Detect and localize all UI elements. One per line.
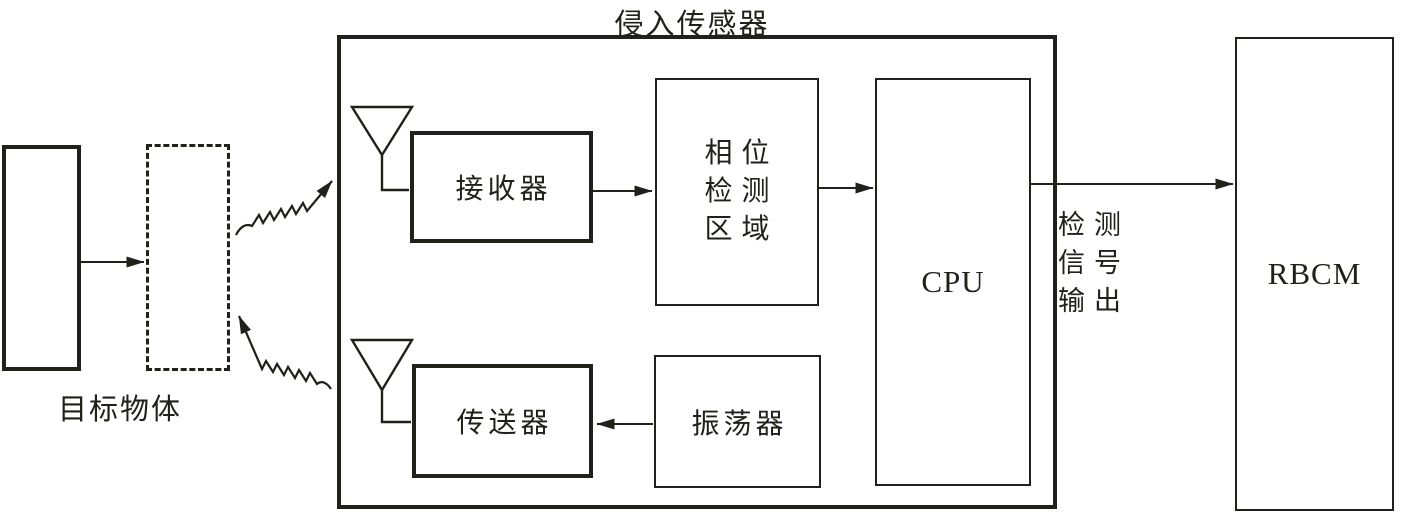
- transmitter-label: 传送器: [456, 408, 553, 439]
- reflection-zone-dashed-box: [146, 144, 230, 371]
- cpu-label: CPU: [921, 264, 985, 299]
- transmitted-wave-zigzag-arrow: [237, 315, 332, 390]
- phase-detector-box: 相位 检测 区域: [655, 78, 819, 306]
- phase-detector-label-line3: 区域: [704, 214, 779, 245]
- transmitter-box: 传送器: [412, 364, 593, 478]
- output-signal-label-line1: 检测: [1058, 210, 1130, 240]
- target-object-label: 目标物体: [57, 394, 182, 426]
- output-signal-label-line2: 信号: [1058, 248, 1130, 278]
- oscillator-box: 振荡器: [654, 355, 821, 488]
- phase-detector-label-line2: 检测: [704, 176, 779, 207]
- rbcm-label: RBCM: [1267, 256, 1362, 291]
- sensor-title: 侵入传感器: [614, 9, 770, 41]
- phase-detector-label-line1: 相位: [704, 138, 779, 169]
- rbcm-box: RBCM: [1235, 37, 1394, 511]
- output-signal-label-line3: 输出: [1058, 286, 1130, 316]
- receiver-label: 接收器: [455, 174, 552, 205]
- oscillator-label: 振荡器: [691, 408, 788, 440]
- receiver-box: 接收器: [410, 131, 593, 243]
- cpu-box: CPU: [875, 78, 1031, 486]
- reflected-wave-zigzag-arrow: [235, 180, 333, 236]
- output-signal-label: 检测 信号 输出: [1058, 206, 1130, 320]
- target-object-box: [2, 145, 81, 371]
